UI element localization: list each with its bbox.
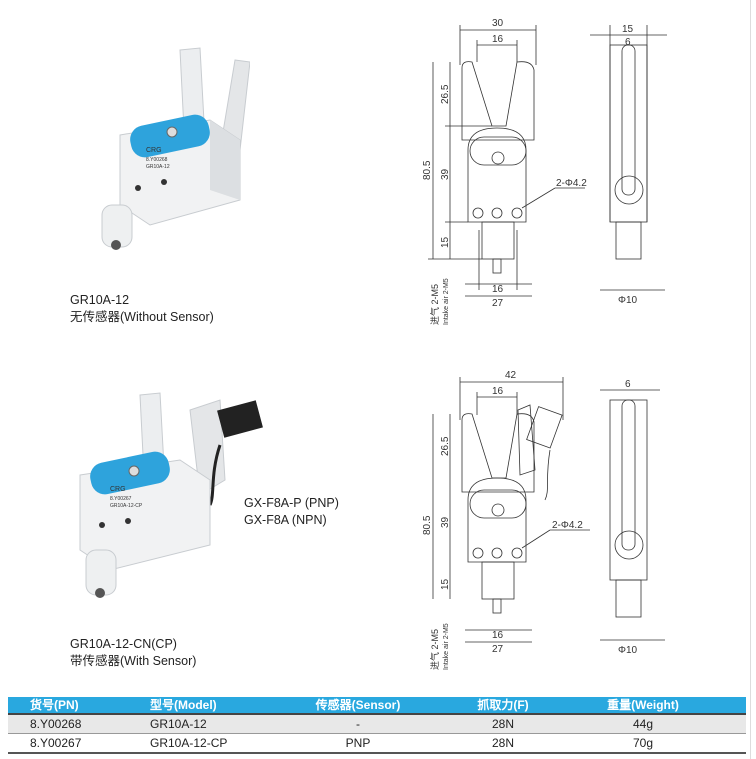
cell-pn: 8.Y00267 [30, 736, 82, 750]
plate-model: GR10A-12-CP [110, 503, 143, 509]
dim-base-width: 27 [492, 644, 504, 655]
product-photo-with-sensor: CRG 8.Y00267 GR10A-12-CP [79, 392, 263, 598]
cell-force: 28N [491, 717, 514, 731]
header-sensor: 传感器(Sensor) [315, 698, 401, 712]
air-inlet-en: Intake air 2-M5 [443, 623, 450, 670]
dim-base-width: 27 [492, 298, 504, 309]
dim-width-total: 42 [505, 370, 517, 381]
dim-height-base: 15 [440, 236, 451, 248]
product1-caption: GR10A-12 无传感器(Without Sensor) [70, 292, 214, 326]
product2-desc: 带传感器(With Sensor) [70, 654, 197, 668]
dim-diameter: Φ10 [618, 295, 638, 306]
cell-weight: 44g [632, 717, 654, 731]
air-inlet-cn: 进气 2-M5 [429, 629, 440, 670]
dim-height-jaw: 26.5 [440, 436, 451, 456]
spec-table: 货号(PN) 型号(Model) 传感器(Sensor) 抓取力(F) 重量(W… [8, 697, 746, 754]
logo-text: CRG [146, 147, 162, 154]
cell-force: 28N [491, 736, 514, 750]
sensor-npn-label: GX-F8A (NPN) [244, 513, 327, 527]
cell-model: GR10A-12-CP [150, 736, 228, 750]
dim-holes: 2-Φ4.2 [552, 520, 583, 531]
dim-port-spacing: 16 [492, 630, 504, 641]
dim-holes: 2-Φ4.2 [556, 178, 587, 189]
air-inlet-en: Intake air 2-M5 [443, 278, 450, 325]
plate-pn: 8.Y00267 [110, 496, 132, 502]
sensor-labels: GX-F8A-P (PNP) GX-F8A (NPN) [244, 495, 339, 529]
cell-sensor: - [356, 717, 360, 731]
header-weight: 重量(Weight) [607, 698, 679, 712]
logo-text: CRG [110, 486, 126, 493]
dim-diameter: Φ10 [618, 645, 638, 656]
air-inlet-cn: 进气 2-M5 [429, 284, 440, 325]
product1-desc: 无传感器(Without Sensor) [70, 310, 214, 324]
table-row: 8.Y00267 GR10A-12-CP PNP 28N 70g [8, 734, 746, 754]
product-photo-without-sensor: CRG 8.Y00268 GR10A-12 [101, 47, 250, 250]
table-header: 货号(PN) 型号(Model) 传感器(Sensor) 抓取力(F) 重量(W… [8, 697, 746, 715]
dim-height-body: 39 [440, 516, 451, 528]
product2-caption: GR10A-12-CN(CP) 带传感器(With Sensor) [70, 636, 196, 670]
dim-side-jaw: 6 [625, 37, 631, 48]
dim-width-total: 30 [492, 18, 504, 29]
dim-side-jaw: 6 [625, 379, 631, 390]
cell-sensor: PNP [345, 736, 371, 750]
dim-height-body: 39 [440, 168, 451, 180]
dim-height-jaw: 26.5 [440, 84, 451, 104]
header-force: 抓取力(F) [477, 698, 529, 712]
dim-height-base: 15 [440, 578, 451, 590]
cell-pn: 8.Y00268 [30, 717, 82, 731]
dim-side-width: 15 [622, 24, 634, 35]
dim-width-jaw: 16 [492, 386, 504, 397]
plate-pn: 8.Y00268 [146, 157, 168, 163]
cell-model: GR10A-12 [150, 717, 207, 731]
page-edge [750, 0, 751, 759]
dim-width-jaw: 16 [492, 34, 504, 45]
product1-model: GR10A-12 [70, 293, 130, 307]
cell-weight: 70g [632, 736, 654, 750]
header-pn: 货号(PN) [30, 698, 79, 712]
dim-height-total: 80.5 [422, 515, 433, 535]
dimension-drawing-with-sensor: 42 16 26.5 80.5 39 15 2-Φ4.2 进气 2-M5 Int… [422, 370, 665, 670]
table-row: 8.Y00268 GR10A-12 - 28N 44g [8, 715, 746, 734]
plate-model: GR10A-12 [146, 164, 170, 170]
dim-port-spacing: 16 [492, 284, 504, 295]
dimension-drawing-without-sensor: 30 16 26.5 80.5 39 15 2-Φ4.2 进气 2-M5 Int… [422, 18, 667, 325]
header-model: 型号(Model) [150, 698, 217, 712]
dim-height-total: 80.5 [422, 160, 433, 180]
sensor-pnp-label: GX-F8A-P (PNP) [244, 496, 339, 510]
product2-model: GR10A-12-CN(CP) [70, 637, 177, 651]
